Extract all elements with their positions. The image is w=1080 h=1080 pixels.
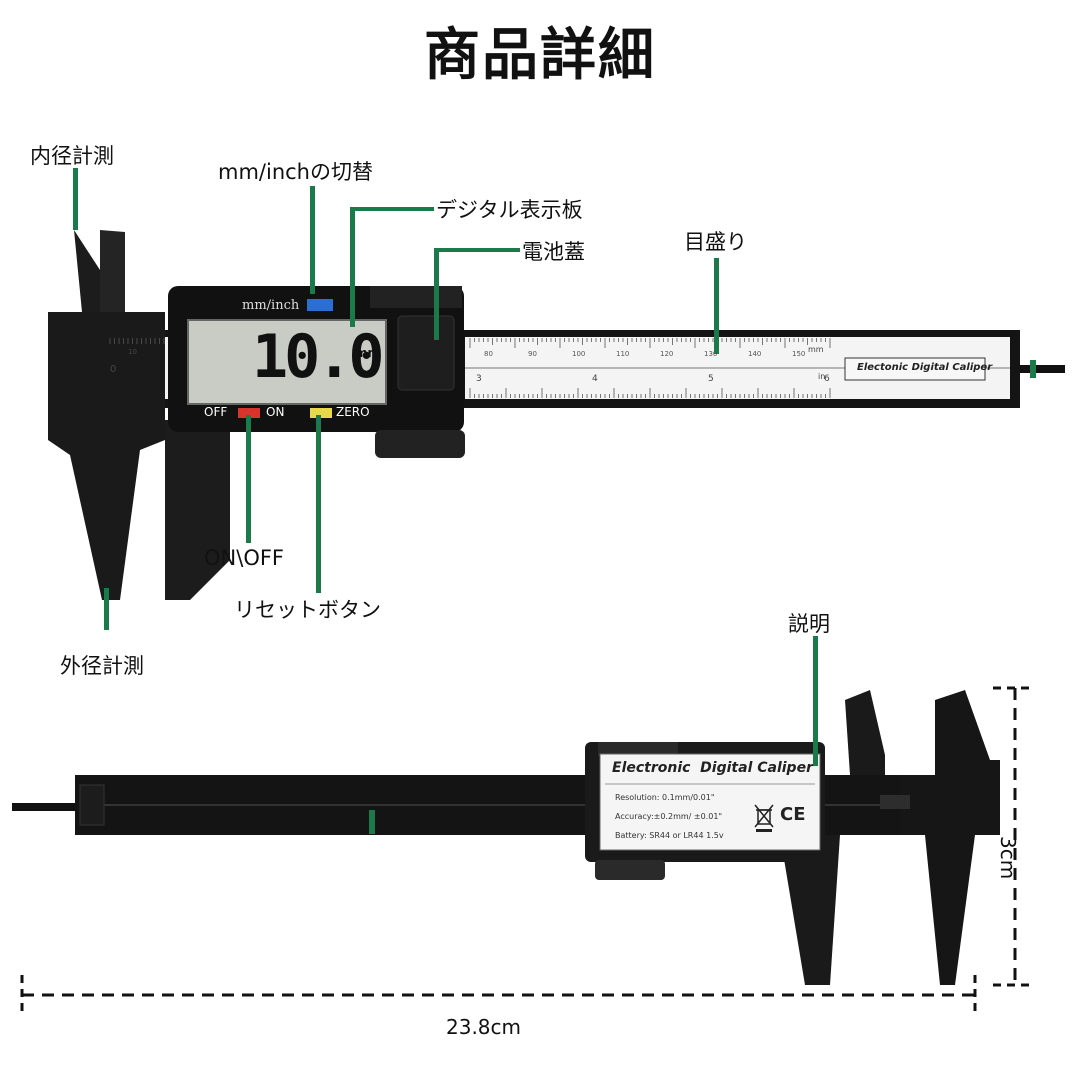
plate-accuracy: Accuracy:±0.2mm/ ±0.01"	[615, 812, 723, 821]
scale-mm-label: 80	[484, 350, 493, 358]
label-digital-display: デジタル表示板	[436, 198, 583, 222]
label-manual: 説明	[788, 612, 830, 636]
scale-inch-label: 4	[592, 374, 598, 384]
front-scale-ticks: 80 90 100 110 120 130 140 150 3 4 5 6	[469, 338, 831, 398]
scale-inch-label: 5	[708, 374, 714, 384]
scale-unit-in: in	[818, 372, 826, 381]
lcd-unit: mm	[355, 346, 381, 360]
leader-display-h	[350, 207, 434, 211]
on-label[interactable]: ON	[266, 405, 285, 419]
zero-button-svg	[310, 408, 332, 418]
back-depth-rod	[12, 803, 77, 811]
page-title: 商品詳細	[424, 23, 656, 88]
mode-button-label[interactable]: mm/inch	[242, 298, 300, 313]
left-scale-label: 0	[110, 364, 116, 375]
leader-inner	[73, 168, 78, 230]
scale-mm-label: 130	[704, 350, 717, 358]
leader-manual	[813, 636, 818, 766]
label-power: ON\OFF	[204, 546, 285, 570]
thumb-wheel	[375, 430, 465, 458]
scale-mm-label: 90	[528, 350, 537, 358]
leader-mode	[310, 186, 315, 294]
label-outer-measure: 外径計測	[60, 654, 144, 678]
scale-unit-mm: mm	[808, 345, 824, 354]
leader-battery-h	[434, 248, 520, 252]
on-button-svg	[238, 408, 260, 418]
label-battery-cover: 電池蓋	[522, 240, 585, 264]
fixed-jaw-inner-top	[74, 230, 100, 312]
ce-mark: CE	[780, 804, 806, 825]
depth-rod	[1020, 365, 1065, 373]
label-mode-switch: mm/inchの切替	[218, 160, 373, 184]
back-moving-jaw	[780, 835, 840, 985]
battery-cover	[397, 315, 455, 391]
weee-bin-icon	[754, 804, 774, 832]
scale-mm-label: 120	[660, 350, 673, 358]
scale-mm-label: 140	[748, 350, 761, 358]
leader-outer	[104, 588, 109, 630]
back-inner-jaw-1	[845, 690, 885, 775]
beam-label-plate	[844, 357, 986, 381]
label-inner-measure: 内径計測	[30, 144, 114, 168]
leader-display-v	[350, 207, 355, 327]
lcd-reading: 10.0	[252, 322, 384, 392]
beam-label-text: Electonic Digital Caliper	[857, 362, 993, 373]
info-plate	[599, 753, 821, 851]
left-scale-ticks: 10 0	[109, 338, 165, 375]
scale-mm-label: 110	[616, 350, 629, 358]
left-scale-label: 10	[128, 348, 137, 356]
height-dimension-label: 3cm	[996, 836, 1020, 880]
zero-label[interactable]: ZERO	[336, 405, 370, 419]
plate-resolution: Resolution: 0.1mm/0.01"	[615, 793, 715, 802]
off-label: OFF	[204, 405, 228, 419]
scale-inch-label: 3	[476, 374, 482, 384]
moving-jaw-outer	[165, 420, 230, 600]
leader-power	[246, 415, 251, 543]
plate-title: Electronic Digital Caliper	[612, 760, 813, 776]
mode-button-svg	[307, 299, 333, 311]
leader-scale	[714, 258, 719, 354]
label-reset-button: リセットボタン	[234, 598, 381, 622]
scale-inch-label: 6	[824, 374, 830, 384]
plate-battery: Battery: SR44 or LR44 1.5v	[615, 831, 724, 840]
leader-reset	[316, 415, 321, 593]
scale-mm-label: 100	[572, 350, 585, 358]
back-fixed-jaw	[900, 690, 1000, 985]
lcd-panel	[187, 319, 387, 405]
fixed-jaw-outer	[48, 312, 165, 600]
label-scale: 目盛り	[684, 230, 747, 254]
scale-mm-label: 150	[792, 350, 805, 358]
leader-battery-v	[434, 248, 439, 340]
length-dimension-label: 23.8cm	[446, 1015, 522, 1039]
